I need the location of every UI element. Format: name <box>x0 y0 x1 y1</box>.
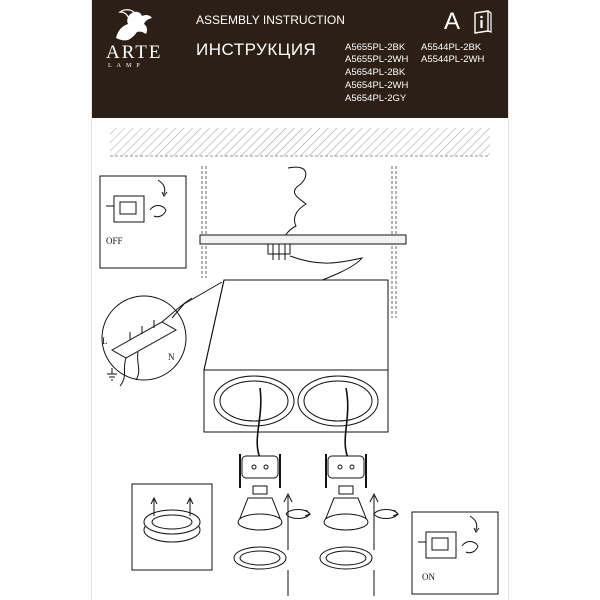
model-code: A5654PL-2BK <box>345 67 406 78</box>
title-ru: ИНСТРУКЦИЯ <box>196 40 317 59</box>
lamp-holder-right <box>325 454 367 488</box>
info-book-icon <box>474 10 492 34</box>
on-label: ON <box>422 572 435 582</box>
model-code: A5654PL-2GY <box>345 93 407 104</box>
off-switch-inset <box>99 175 187 269</box>
live-wire-label: L <box>102 336 108 346</box>
model-code: A5544PL-2BK <box>421 42 482 53</box>
retaining-ring-left <box>233 546 287 570</box>
mains-cable <box>279 166 307 249</box>
lamp-holder-left <box>239 454 281 488</box>
off-label: OFF <box>106 236 123 246</box>
rotate-arrow-icon <box>285 509 311 519</box>
model-code: A5655PL-2BK <box>345 42 406 53</box>
bracket-terminal <box>267 243 291 260</box>
retaining-ring-right <box>319 546 373 570</box>
callout-line <box>171 303 185 319</box>
header-band: ARTE LAMP ASSEMBLY INSTRUCTION ИНСТРУКЦИ… <box>92 0 508 118</box>
title-en: ASSEMBLY INSTRUCTION <box>196 13 345 27</box>
model-code: A5655PL-2WH <box>345 54 409 65</box>
ceiling-hatch <box>110 128 490 156</box>
griffin-logo-icon <box>116 9 152 41</box>
neutral-wire-label: N <box>168 352 175 362</box>
model-code: A5544PL-2WH <box>421 54 485 65</box>
lamp-cable-left <box>256 387 262 459</box>
on-switch-inset <box>411 511 499 595</box>
instruction-sheet: ARTE LAMP ASSEMBLY INSTRUCTION ИНСТРУКЦИ… <box>92 0 508 600</box>
ring-detail-inset <box>131 483 213 571</box>
bulb-left <box>237 485 283 531</box>
callout-line <box>183 281 223 305</box>
earth-symbol-icon <box>107 368 117 381</box>
brand-name: ARTE <box>106 42 163 63</box>
mounting-bracket <box>199 234 407 245</box>
brand-sub: LAMP <box>108 63 145 69</box>
bulb-right <box>323 485 369 531</box>
feed-wire <box>289 255 364 285</box>
lamp-body <box>203 279 389 433</box>
rotate-arrow-icon <box>373 509 399 519</box>
assembly-diagram <box>99 128 499 596</box>
lamp-cable-right <box>344 387 349 459</box>
wiring-inset <box>101 295 193 387</box>
up-arrow-icon <box>283 492 379 550</box>
model-code: A5654PL-2WH <box>345 80 409 91</box>
language-letter: A <box>444 8 461 35</box>
